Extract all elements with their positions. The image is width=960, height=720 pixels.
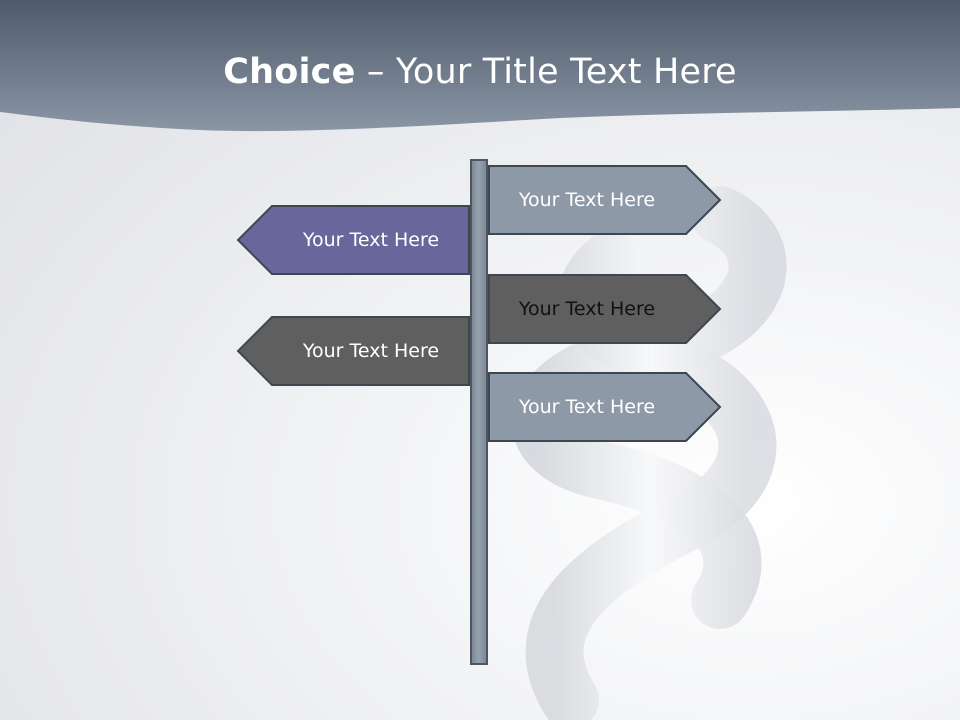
sign-label: Your Text Here xyxy=(302,229,440,251)
sign-label: Your Text Here xyxy=(518,396,656,418)
sign-shape xyxy=(488,372,722,442)
sign-arrow: Your Text Here xyxy=(236,316,470,386)
sign-label: Your Text Here xyxy=(302,340,440,362)
sign-shape xyxy=(236,316,470,386)
sign-shape xyxy=(236,205,470,275)
title-rest: – Your Title Text Here xyxy=(355,52,737,92)
signpost-pole xyxy=(470,159,488,665)
sign-arrow: Your Text Here xyxy=(236,205,470,275)
sign-label: Your Text Here xyxy=(518,189,656,211)
sign-shape xyxy=(488,274,722,344)
page-title: Choice – Your Title Text Here xyxy=(0,52,960,92)
sign-arrow: Your Text Here xyxy=(488,372,722,442)
title-bold: Choice xyxy=(223,52,356,92)
sign-arrow: Your Text Here xyxy=(488,274,722,344)
header-band xyxy=(0,0,960,132)
sign-shape xyxy=(488,165,722,235)
sign-arrow: Your Text Here xyxy=(488,165,722,235)
sign-label: Your Text Here xyxy=(518,298,656,320)
